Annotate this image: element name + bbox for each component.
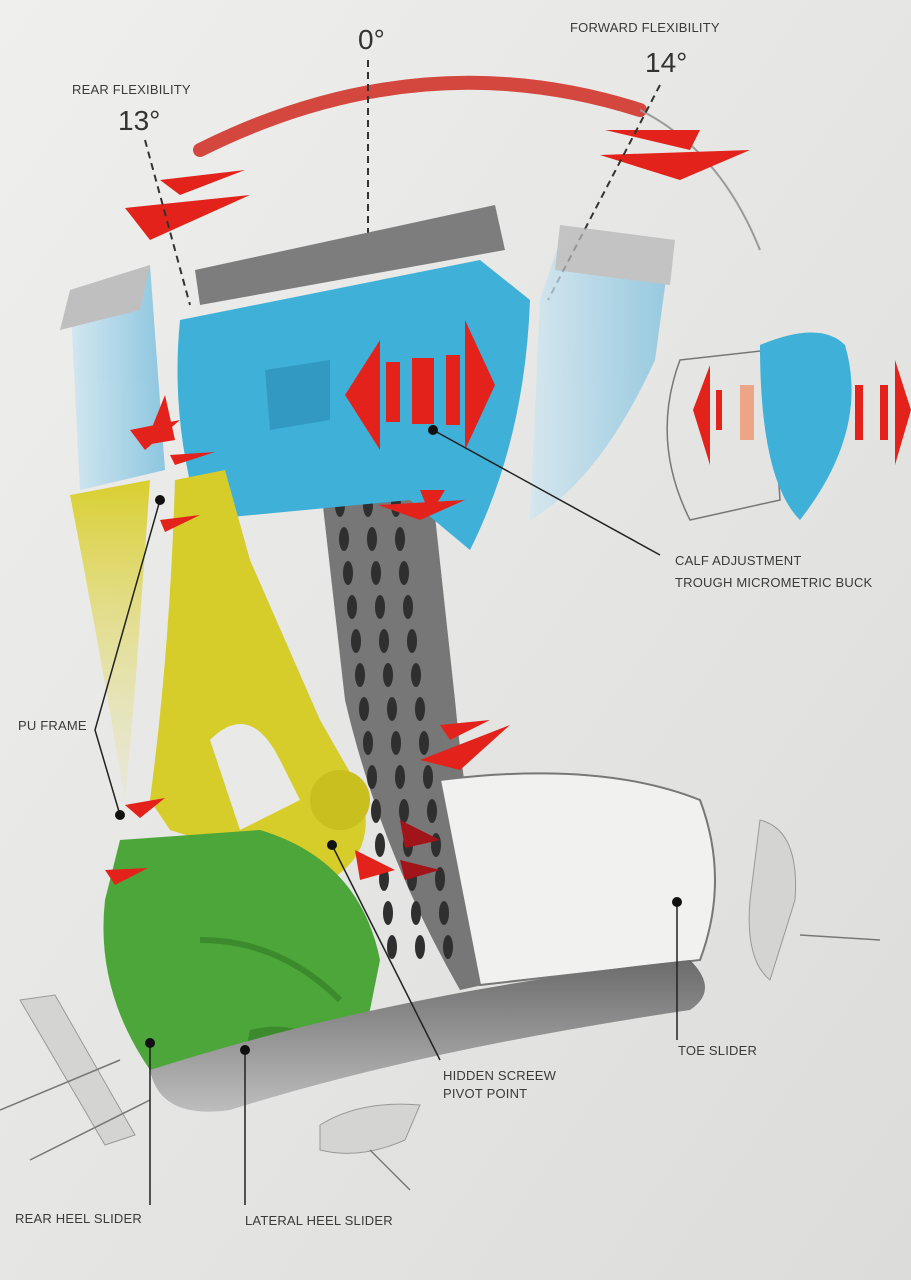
rear-flex-title: REAR FLEXIBILITY — [72, 82, 191, 97]
small-arrow-6 — [420, 490, 445, 515]
perforation — [407, 629, 417, 653]
leader-lines — [94, 429, 678, 1205]
calf-adjust-label-1: CALF ADJUSTMENT — [675, 553, 802, 568]
forward-line — [547, 84, 661, 301]
toe-slider-label: TOE SLIDER — [678, 1043, 758, 1058]
perforation — [351, 629, 361, 653]
small-arrow-4 — [160, 515, 200, 532]
perforation — [355, 663, 365, 687]
perforation — [411, 663, 421, 687]
forward-flex-value: 14° — [645, 47, 688, 78]
screw-line-2 — [29, 1099, 151, 1161]
perforation — [419, 731, 429, 755]
rear-heel-slider-part — [19, 994, 136, 1146]
perforation — [395, 765, 405, 789]
perforation — [387, 697, 397, 721]
forward-flex-title: FORWARD FLEXIBILITY — [570, 20, 720, 35]
rear-flex-value: 13° — [118, 105, 161, 136]
perforation — [395, 527, 405, 551]
perforation — [343, 561, 353, 585]
screw-line-3 — [369, 1149, 411, 1191]
perforation — [439, 901, 449, 925]
perforation — [411, 901, 421, 925]
perforation — [367, 765, 377, 789]
small-arrow-9 — [125, 798, 165, 818]
small-arrow-2 — [145, 395, 175, 445]
small-arrow-11 — [355, 850, 395, 880]
perforation — [387, 935, 397, 959]
small-arrow-10 — [105, 868, 148, 885]
calf-adjust-arrows — [345, 320, 495, 450]
perforation — [443, 935, 453, 959]
small-arrow-5 — [378, 500, 465, 520]
pu-frame-ghost — [70, 480, 150, 800]
small-arrow-3 — [170, 452, 215, 465]
perforation — [379, 629, 389, 653]
perforation — [375, 595, 385, 619]
rear-chevron-2 — [160, 170, 245, 195]
perforation — [427, 799, 437, 823]
pu-frame — [150, 470, 370, 880]
perforation — [347, 595, 357, 619]
perforation — [371, 561, 381, 585]
neutral-angle: 0° — [358, 24, 385, 55]
perforation — [415, 935, 425, 959]
perforation — [399, 561, 409, 585]
perforation — [371, 799, 381, 823]
small-arrow-13 — [400, 860, 440, 880]
toe-slider-part — [748, 819, 797, 981]
perforation — [383, 901, 393, 925]
perforation — [367, 527, 377, 551]
liner-perforations — [335, 493, 453, 959]
rear-heel-slider-label: REAR HEEL SLIDER — [15, 1211, 142, 1226]
buckle-inset — [666, 332, 911, 521]
perforation — [375, 833, 385, 857]
rear-chevron-1 — [125, 195, 250, 240]
lateral-heel-slider-part — [319, 1103, 421, 1154]
perforation — [363, 731, 373, 755]
perforation — [415, 697, 425, 721]
perforation — [339, 527, 349, 551]
small-arrow-8 — [440, 720, 490, 740]
rear-line — [144, 139, 191, 306]
fwd-chevron-2 — [600, 150, 750, 180]
small-arrow-7 — [420, 725, 510, 770]
pivot-label-1: HIDDEN SCREEW — [443, 1068, 557, 1083]
pivot-label-2: PIVOT POINT — [443, 1086, 528, 1101]
leader-dots — [115, 425, 682, 1055]
lateral-heel-slider-label: LATERAL HEEL SLIDER — [245, 1213, 393, 1228]
small-arrow-12 — [400, 820, 440, 848]
calf-adjust-label-2: TROUGH MICROMETRIC BUCK — [675, 575, 873, 590]
pu-frame-label: PU FRAME — [18, 718, 87, 733]
screw-line-4 — [799, 934, 881, 941]
ghost-forward-cuff — [530, 225, 675, 520]
perforation — [391, 731, 401, 755]
perforation — [399, 799, 409, 823]
perforation — [435, 867, 445, 891]
perforation — [383, 663, 393, 687]
flex-arc — [193, 75, 647, 157]
perforation — [403, 595, 413, 619]
screw-line-1 — [0, 1059, 121, 1111]
fwd-chevron-1 — [605, 130, 700, 150]
perforation — [359, 697, 369, 721]
perforation — [423, 765, 433, 789]
